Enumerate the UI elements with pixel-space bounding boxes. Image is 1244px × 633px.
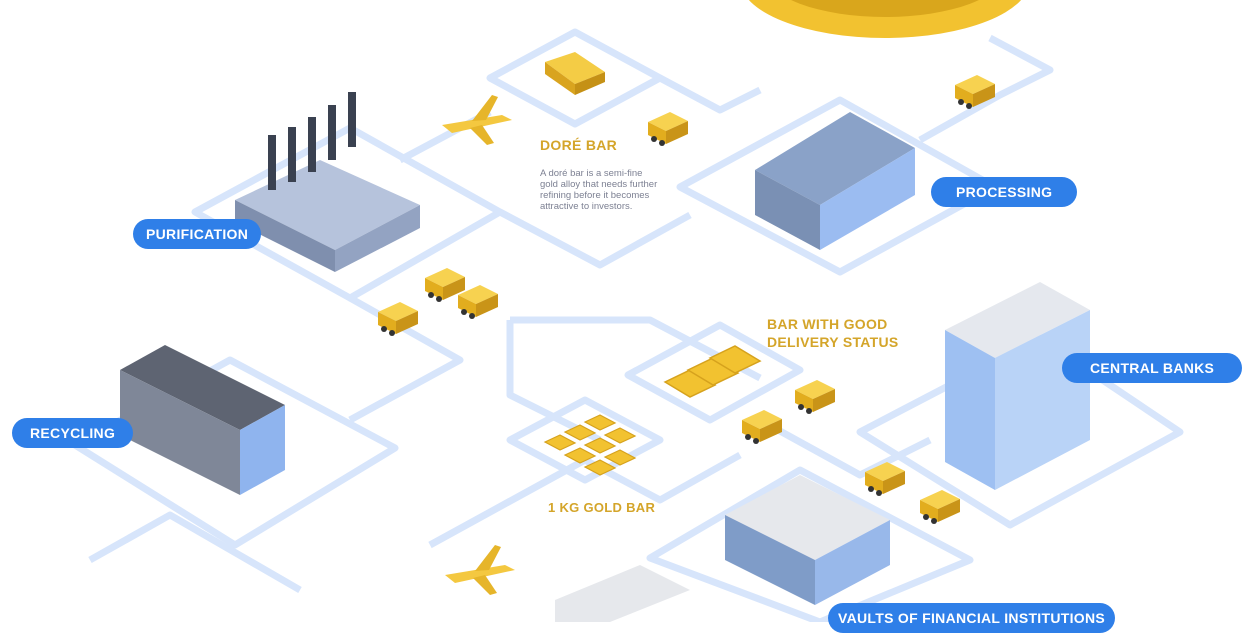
kg-bars [543, 414, 637, 476]
dore-bar-title: DORÉ BAR [540, 137, 618, 153]
gold-coin [748, 0, 1022, 38]
good-delivery-line2: DELIVERY STATUS [767, 334, 899, 350]
vaults-label[interactable]: VAULTS OF FINANCIAL INSTITUTIONS [828, 603, 1116, 633]
processing-building [755, 112, 915, 250]
vault-building [725, 475, 890, 605]
good-delivery-line1: BAR WITH GOOD [767, 316, 888, 332]
purification-factory [235, 92, 420, 272]
central-bank-building [945, 282, 1090, 490]
dore-bar-description: A doré bar is a semi-fine gold alloy tha… [540, 168, 658, 212]
recycling-label[interactable]: RECYCLING [12, 418, 134, 448]
central-banks-label[interactable]: CENTRAL BANKS [1062, 353, 1243, 383]
vault-building-2 [555, 565, 690, 622]
good-delivery-title: BAR WITH GOOD DELIVERY STATUS [767, 315, 899, 351]
purification-label[interactable]: PURIFICATION [133, 219, 262, 249]
processing-label[interactable]: PROCESSING [931, 177, 1078, 207]
good-delivery-bars [663, 345, 762, 398]
recycling-building [120, 345, 285, 495]
kg-bar-title: 1 KG GOLD BAR [548, 500, 656, 515]
